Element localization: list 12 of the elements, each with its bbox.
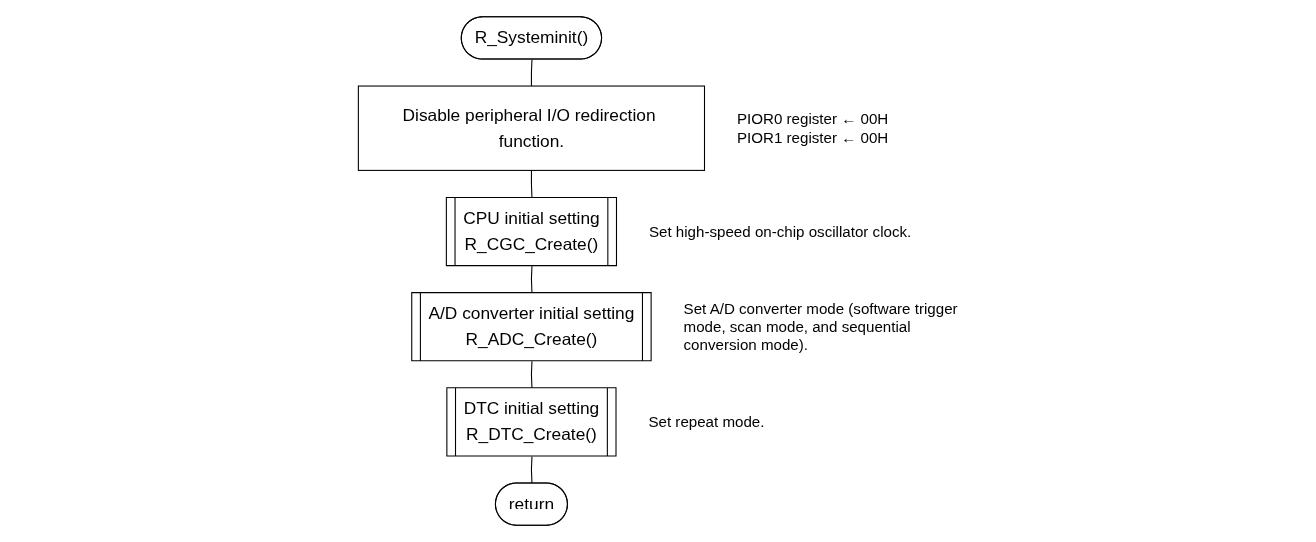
connector-line — [530, 455, 533, 485]
terminal-box: return — [494, 482, 568, 526]
subroutine-box: DTC initial setting R_DTC_Create() — [446, 387, 617, 457]
connector-line — [530, 59, 533, 87]
subroutine-box: A/D converter initial setting R_ADC_Create() — [411, 292, 652, 362]
annotation-text: Set repeat mode. — [648, 413, 765, 431]
process-box: Disable peripheral I/O redirection function. — [357, 85, 706, 171]
annotation-text: PIOR0 register ← 00H PIOR1 register ← 00H — [736, 110, 889, 146]
terminal-box: R_Systeminit() — [460, 16, 603, 60]
annotation-text: Set A/D converter mode (software trigger mode, scan mode, and sequential conversion mode). — [683, 299, 958, 354]
subroutine-box: CPU initial setting R_CGC_Create() — [445, 196, 618, 267]
annotation-text: Set high-speed on-chip oscillator clock. — [648, 222, 912, 240]
